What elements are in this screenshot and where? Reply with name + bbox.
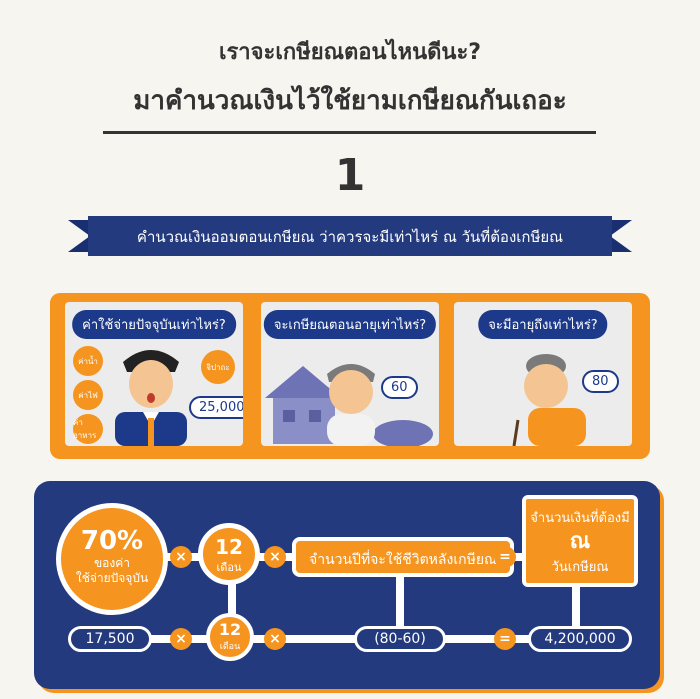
step-number: 1 xyxy=(334,150,366,201)
banner-ribbon: คำนวณเงินออมตอนเกษียณ ว่าควรจะมีเท่าไหร่… xyxy=(68,214,632,258)
months-circle: 12 เดือน xyxy=(198,523,260,585)
banner-text: คำนวณเงินออมตอนเกษียณ ว่าควรจะมีเท่าไหร่… xyxy=(136,228,564,246)
result-line-3: วันเกษียณ xyxy=(551,560,609,575)
life-age-bubble: 80 xyxy=(582,370,619,393)
result-line-2: ณ xyxy=(569,529,591,554)
card-life-expectancy: จะมีอายุถึงเท่าไหร่? 80 xyxy=(454,302,632,446)
equals-operator: = xyxy=(494,628,516,650)
formula-track-bottom xyxy=(94,635,594,643)
result-box: จำนวนเงินที่ต้องมี ณ วันเกษียณ xyxy=(522,495,638,587)
ribbon-shape xyxy=(68,216,632,256)
years-box: จำนวนปีที่จะใช้ชีวิตหลังเกษียณ xyxy=(292,537,514,577)
house-and-man-illustration xyxy=(265,364,433,446)
percent-value: 70% xyxy=(80,526,144,556)
expense-value-bubble: 25,000 xyxy=(189,396,243,419)
card-question: จะมีอายุถึงเท่าไหร่? xyxy=(478,310,608,339)
formula-panel: 70% ของค่า ใช้จ่ายปัจจุบัน × 12 เดือน × … xyxy=(34,481,660,689)
percent-circle: 70% ของค่า ใช้จ่ายปัจจุบัน xyxy=(56,503,168,615)
total-value-pill: 4,200,000 xyxy=(528,626,632,652)
percent-caption: ของค่า ใช้จ่ายปัจจุบัน xyxy=(75,556,149,585)
worried-man-illustration xyxy=(115,350,187,446)
card-question: ค่าใช้จ่ายปัจจุบันเท่าไหร่? xyxy=(72,310,236,339)
months-value: 12 xyxy=(215,535,243,559)
card-retire-age: จะเกษียณตอนอายุเท่าไหร่? 60 xyxy=(261,302,439,446)
connector-result xyxy=(572,561,580,635)
water-bill-icon: ค่าน้ำ xyxy=(73,346,103,376)
multiply-operator: × xyxy=(170,546,192,568)
card-current-expenses: ค่าใช้จ่ายปัจจุบันเท่าไหร่? ค่าน้ำ ค่าไฟ… xyxy=(65,302,243,446)
food-cost-icon: ค่าอาหาร xyxy=(73,414,103,444)
connector-months xyxy=(228,561,236,635)
result-line-1: จำนวนเงินที่ต้องมี xyxy=(530,511,630,526)
months-unit: เดือน xyxy=(216,561,242,574)
years-value-pill: (80-60) xyxy=(354,626,446,652)
misc-cost-icon: จิปาถะ xyxy=(201,350,235,384)
base-value-pill: 17,500 xyxy=(68,626,152,652)
multiply-operator: × xyxy=(170,628,192,650)
title-line-1: เราจะเกษียณตอนไหนดีนะ? xyxy=(218,40,482,65)
months-unit: เดือน xyxy=(219,642,241,652)
retire-age-bubble: 60 xyxy=(381,376,418,399)
equals-operator: = xyxy=(494,546,516,568)
connector-years xyxy=(396,561,404,635)
title-line-2: มาคำนวณเงินไว้ใช้ยามเกษียณกันเถอะ xyxy=(133,86,567,116)
elderly-woman-illustration xyxy=(512,354,586,446)
months-circle-small: 12 เดือน xyxy=(206,613,254,661)
months-value: 12 xyxy=(218,620,242,639)
multiply-operator: × xyxy=(264,546,286,568)
electric-bill-icon: ค่าไฟ xyxy=(73,380,103,410)
card-question: จะเกษียณตอนอายุเท่าไหร่? xyxy=(263,310,437,339)
multiply-operator: × xyxy=(264,628,286,650)
title-divider xyxy=(103,131,596,134)
